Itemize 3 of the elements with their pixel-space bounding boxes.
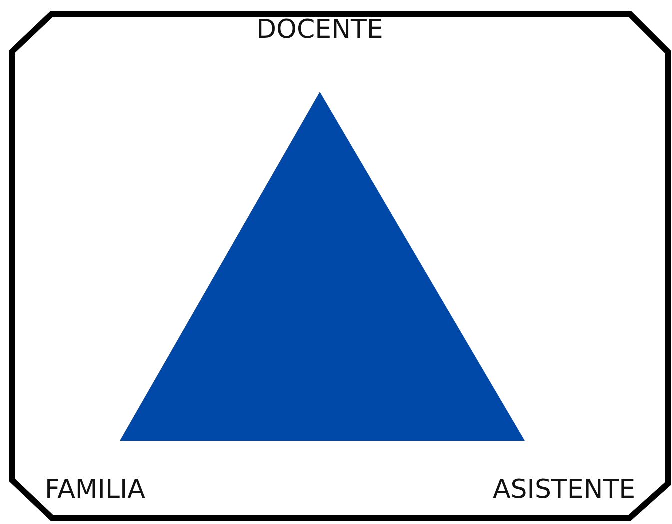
vertex-label: DOCENTE: [256, 14, 384, 46]
vertex-label: ASISTENTE: [493, 474, 636, 506]
vertex-label: FAMILIA: [45, 474, 146, 506]
